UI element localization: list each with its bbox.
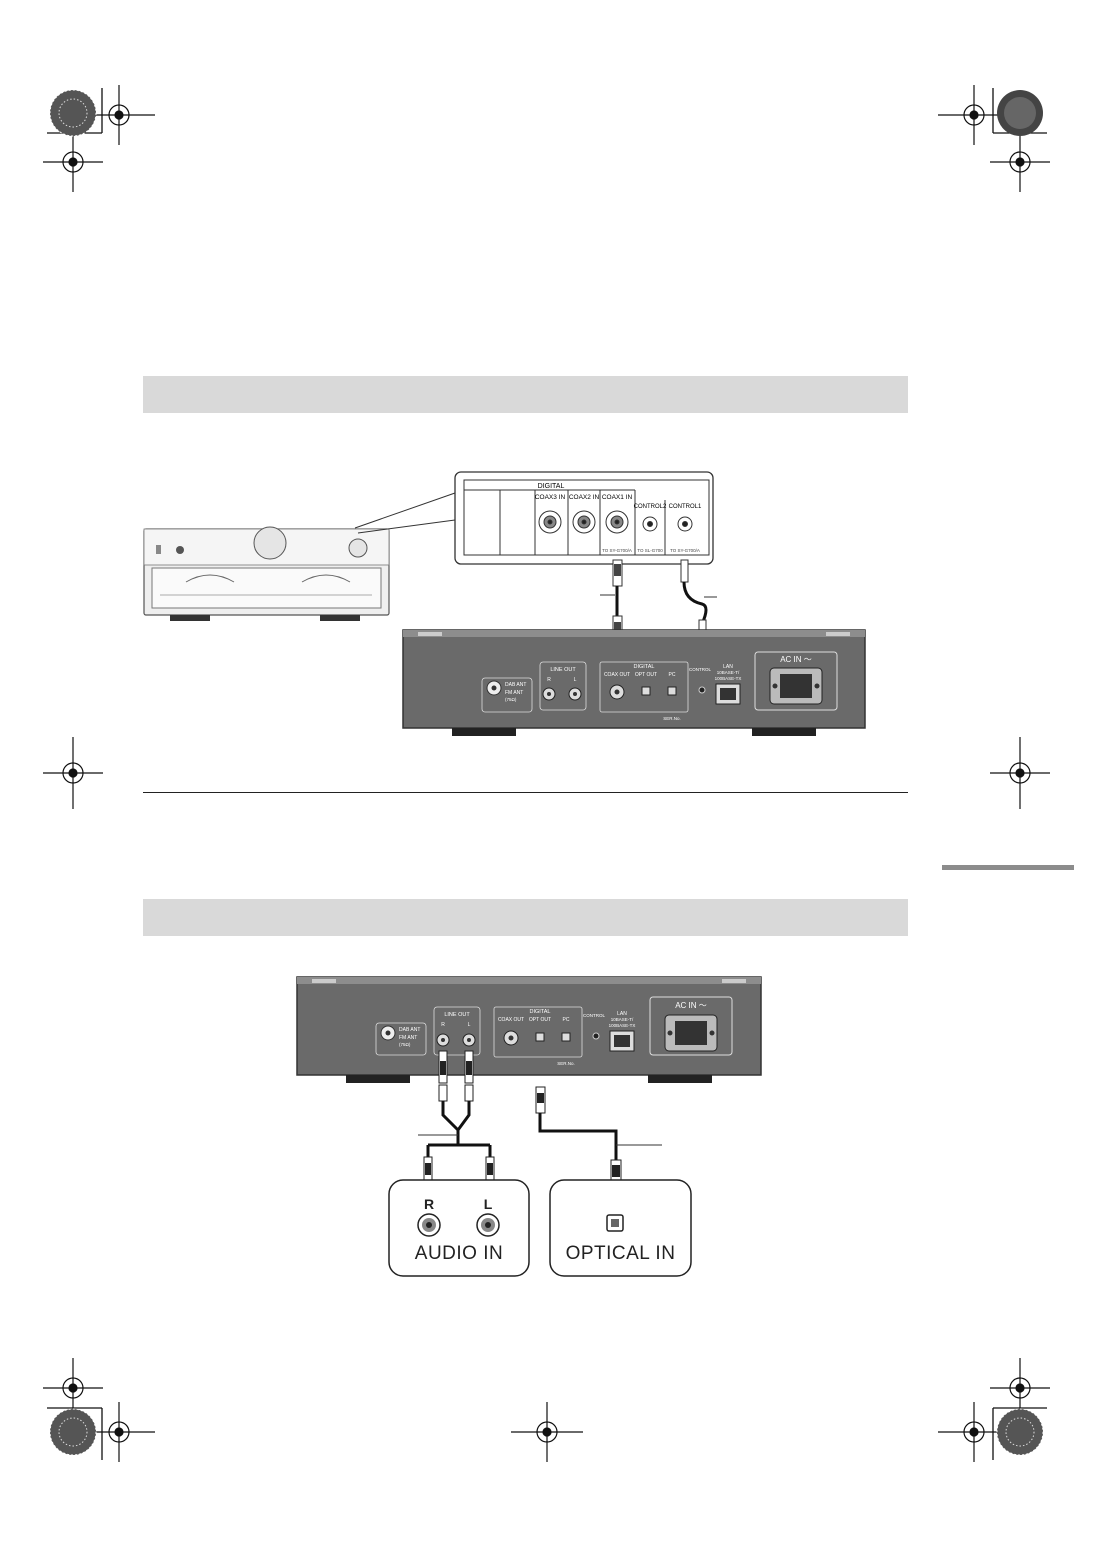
section-header-digital bbox=[143, 376, 908, 413]
inset-coax3-label: COAX3 IN bbox=[535, 494, 566, 501]
figure-analog-optical-connection: DAB ANT FM ANT (75Ω) LINE OUT R L DIGITA… bbox=[296, 976, 762, 1277]
player-rear-panel-1: DAB ANT FM ANT (75Ω) LINE OUT R L DIGITA… bbox=[402, 629, 866, 736]
amplifier-illustration bbox=[143, 526, 390, 621]
rear2-l-label: L bbox=[468, 1022, 471, 1028]
rear1-dab-label: DAB ANT bbox=[505, 682, 526, 688]
inset-control1-sub: TO SY-G700/A bbox=[670, 548, 700, 553]
audio-in-r-label: R bbox=[423, 1196, 435, 1212]
section-header-analog-optical bbox=[143, 899, 908, 936]
inset-control2-label: CONTROL2 bbox=[634, 504, 667, 510]
audio-in-label: AUDIO IN bbox=[414, 1243, 504, 1264]
rear2-r-label: R bbox=[441, 1022, 445, 1028]
rear2-dab-label: DAB ANT bbox=[399, 1027, 420, 1033]
rear1-lan-label: LAN bbox=[723, 664, 733, 670]
inset-coax1-sub: TO SY-G700/A bbox=[602, 548, 632, 553]
inset-control2-sub: TO SL-G700 bbox=[637, 548, 663, 553]
rear1-control-label: CONTROL bbox=[689, 667, 711, 672]
rear1-pc-label: PC bbox=[669, 672, 676, 678]
inset-control1-label: CONTROL1 bbox=[669, 504, 702, 510]
rear1-coaxout-label: COAX OUT bbox=[604, 672, 630, 678]
optical-in-box bbox=[549, 1179, 692, 1277]
audio-in-box bbox=[388, 1179, 530, 1277]
rear1-r-label: R bbox=[547, 677, 551, 683]
inset-digital-label: DIGITAL bbox=[538, 483, 565, 490]
rear2-optout-label: OPT OUT bbox=[529, 1017, 551, 1023]
rca-audio-cable bbox=[418, 1050, 495, 1184]
rear1-lineout-label: LINE OUT bbox=[550, 667, 576, 673]
rear2-lan2-label: 10BASE-T/ bbox=[611, 1017, 634, 1022]
rear2-coaxout-label: COAX OUT bbox=[498, 1017, 524, 1023]
optical-cable bbox=[535, 1086, 662, 1187]
rear1-optout-label: OPT OUT bbox=[635, 672, 657, 678]
rear2-pc-label: PC bbox=[563, 1017, 570, 1023]
figure-digital-connection: DIGITAL COAX3 IN COAX2 IN COAX1 IN CONTR… bbox=[143, 471, 866, 736]
rear1-ser-label: SER.No. bbox=[663, 716, 681, 721]
rear2-acin-label: AC IN ～ bbox=[675, 1001, 707, 1010]
rear1-lan3-label: 100BASE-TX bbox=[715, 676, 742, 681]
rear2-lan-label: LAN bbox=[617, 1011, 627, 1017]
rear2-lineout-label: LINE OUT bbox=[444, 1012, 470, 1018]
rear2-fm-label: FM ANT bbox=[399, 1035, 417, 1041]
section-divider bbox=[143, 792, 908, 793]
rear2-ser-label: SER.No. bbox=[557, 1061, 575, 1066]
side-tab-marker bbox=[942, 865, 1074, 870]
player-rear-panel-2: DAB ANT FM ANT (75Ω) LINE OUT R L DIGITA… bbox=[296, 976, 762, 1083]
inset-coax1-label: COAX1 IN bbox=[602, 494, 633, 501]
optical-in-label: OPTICAL IN bbox=[565, 1243, 676, 1264]
rear2-ohm-label: (75Ω) bbox=[399, 1042, 411, 1047]
rear2-digital-label: DIGITAL bbox=[530, 1009, 551, 1015]
rear1-acin-label: AC IN ～ bbox=[780, 655, 812, 664]
inset-coax2-label: COAX2 IN bbox=[569, 494, 600, 501]
rear1-l-label: L bbox=[574, 677, 577, 683]
rear1-digital-label: DIGITAL bbox=[634, 664, 655, 670]
rear2-lan3-label: 100BASE-TX bbox=[609, 1023, 636, 1028]
rear2-control-label: CONTROL bbox=[583, 1013, 605, 1018]
rear1-ohm-label: (75Ω) bbox=[505, 697, 517, 702]
amplifier-inset: DIGITAL COAX3 IN COAX2 IN COAX1 IN CONTR… bbox=[454, 471, 714, 565]
audio-in-l-label: L bbox=[483, 1196, 493, 1212]
rear1-lan2-label: 10BASE-T/ bbox=[717, 670, 740, 675]
rear1-fm-label: FM ANT bbox=[505, 690, 523, 696]
